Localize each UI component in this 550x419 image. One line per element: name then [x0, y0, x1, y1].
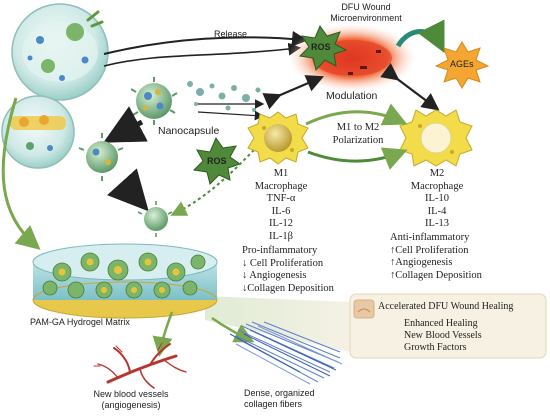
m1-title: M1 — [273, 168, 289, 179]
m2-effects: Anti-inflammatory ↑Cell Proliferation ↑A… — [390, 232, 482, 282]
ages-label: AGEs — [450, 59, 474, 69]
m2-effect: ↑Cell Proliferation — [390, 244, 469, 256]
polarization-label-line2: Polarization — [332, 135, 384, 146]
dfu-title-line1: DFU Wound — [341, 2, 391, 12]
m1-marker: IL-12 — [269, 218, 293, 230]
m2-title: M2 — [429, 168, 445, 179]
hydrogel-label: PAM-GA Hydrogel Matrix — [30, 317, 130, 327]
nanocapsule-cluster — [78, 133, 124, 181]
m1-macrophage-cell — [247, 111, 309, 165]
collagen-fibers — [229, 321, 343, 385]
dfu-wound — [288, 24, 416, 92]
m2-effect: Anti-inflammatory — [390, 232, 470, 243]
m1-labels: M1 Macrophage TNF-α IL-6 IL-12 IL-1β — [236, 168, 326, 244]
m1-effect: ↓ Angiogenesis — [242, 270, 307, 282]
m1-effects: Pro-inflammatory ↓ Cell Proliferation ↓ … — [242, 245, 334, 295]
m1-marker: IL-6 — [271, 205, 291, 217]
release-label: Release — [214, 29, 248, 39]
collagen-label-line2: collagen fibers — [244, 399, 303, 409]
m1-subtitle: Macrophage — [254, 180, 308, 192]
particles-arrow-2 — [197, 110, 265, 121]
collagen-label-line1: Dense, organized — [244, 388, 315, 398]
healing-items: Enhanced Healing New Blood Vessels Growt… — [404, 318, 482, 354]
ros-label-left: ROS — [207, 156, 227, 166]
dfu-title-line2: Microenvironment — [330, 13, 402, 23]
polarization-label-line1: M1 to M2 — [336, 122, 380, 133]
polarization-arrow-bottom — [307, 147, 408, 170]
m1-to-capsule-arrow — [170, 149, 255, 216]
healing-item: Enhanced Healing — [404, 318, 478, 329]
healing-item: Growth Factors — [404, 342, 467, 353]
hydrogel-sphere-middle — [1, 95, 75, 169]
sphere-to-dish-arrow — [1, 97, 41, 250]
release-arrow — [103, 30, 308, 55]
to-vessels-arrow — [152, 311, 174, 357]
blood-vessels — [93, 342, 187, 389]
healing-beam — [205, 296, 350, 352]
polarization-arrow-top — [305, 103, 408, 126]
m2-labels: M2 Macrophage IL-10 IL-4 IL-13 — [392, 168, 482, 231]
modulation-arrow-right — [380, 63, 440, 111]
m2-macrophage-cell — [399, 109, 473, 167]
nanocapsule-small — [137, 201, 173, 237]
m1-marker: TNF-α — [266, 193, 296, 205]
m2-marker: IL-4 — [427, 205, 447, 217]
m2-subtitle: Macrophage — [410, 180, 464, 192]
nanocapsule-label: Nanocapsule — [158, 125, 220, 137]
sphere-to-wound-arrow — [103, 42, 302, 67]
modulation-arrow-left — [262, 75, 325, 110]
m1-effect: Pro-inflammatory — [242, 245, 318, 256]
ros-star-top — [298, 24, 348, 72]
ros-label-top: ROS — [311, 42, 331, 52]
healing-item: New Blood Vessels — [404, 330, 482, 341]
blood-vessels-label-line1: New blood vessels — [93, 389, 169, 399]
healing-title: Accelerated DFU Wound Healing — [378, 301, 514, 312]
blood-vessels-label-line2: (angiogenesis) — [101, 400, 161, 410]
healing-box — [349, 293, 547, 359]
nanocapsule-main — [130, 77, 178, 125]
to-cluster-arrow — [103, 106, 148, 143]
modulation-label: Modulation — [326, 90, 378, 102]
m2-effect: ↑Collagen Deposition — [390, 269, 482, 281]
to-small-capsule-arrow — [107, 168, 149, 212]
m2-effect: ↑Angiogenesis — [390, 257, 453, 269]
m2-marker: IL-13 — [425, 218, 449, 230]
released-particles — [187, 81, 273, 112]
to-collagen-arrow — [211, 316, 255, 343]
hydrogel-sphere-top — [11, 3, 109, 101]
m2-marker: IL-10 — [425, 193, 449, 205]
ages-burst — [434, 41, 490, 89]
hydrogel-dish — [32, 243, 218, 319]
ros-star-left — [192, 136, 242, 185]
ages-arrow — [395, 19, 445, 53]
m1-effect: ↓ Cell Proliferation — [242, 257, 324, 269]
m1-marker: IL-1β — [269, 230, 293, 242]
m1-effect: ↓Collagen Deposition — [242, 282, 334, 294]
